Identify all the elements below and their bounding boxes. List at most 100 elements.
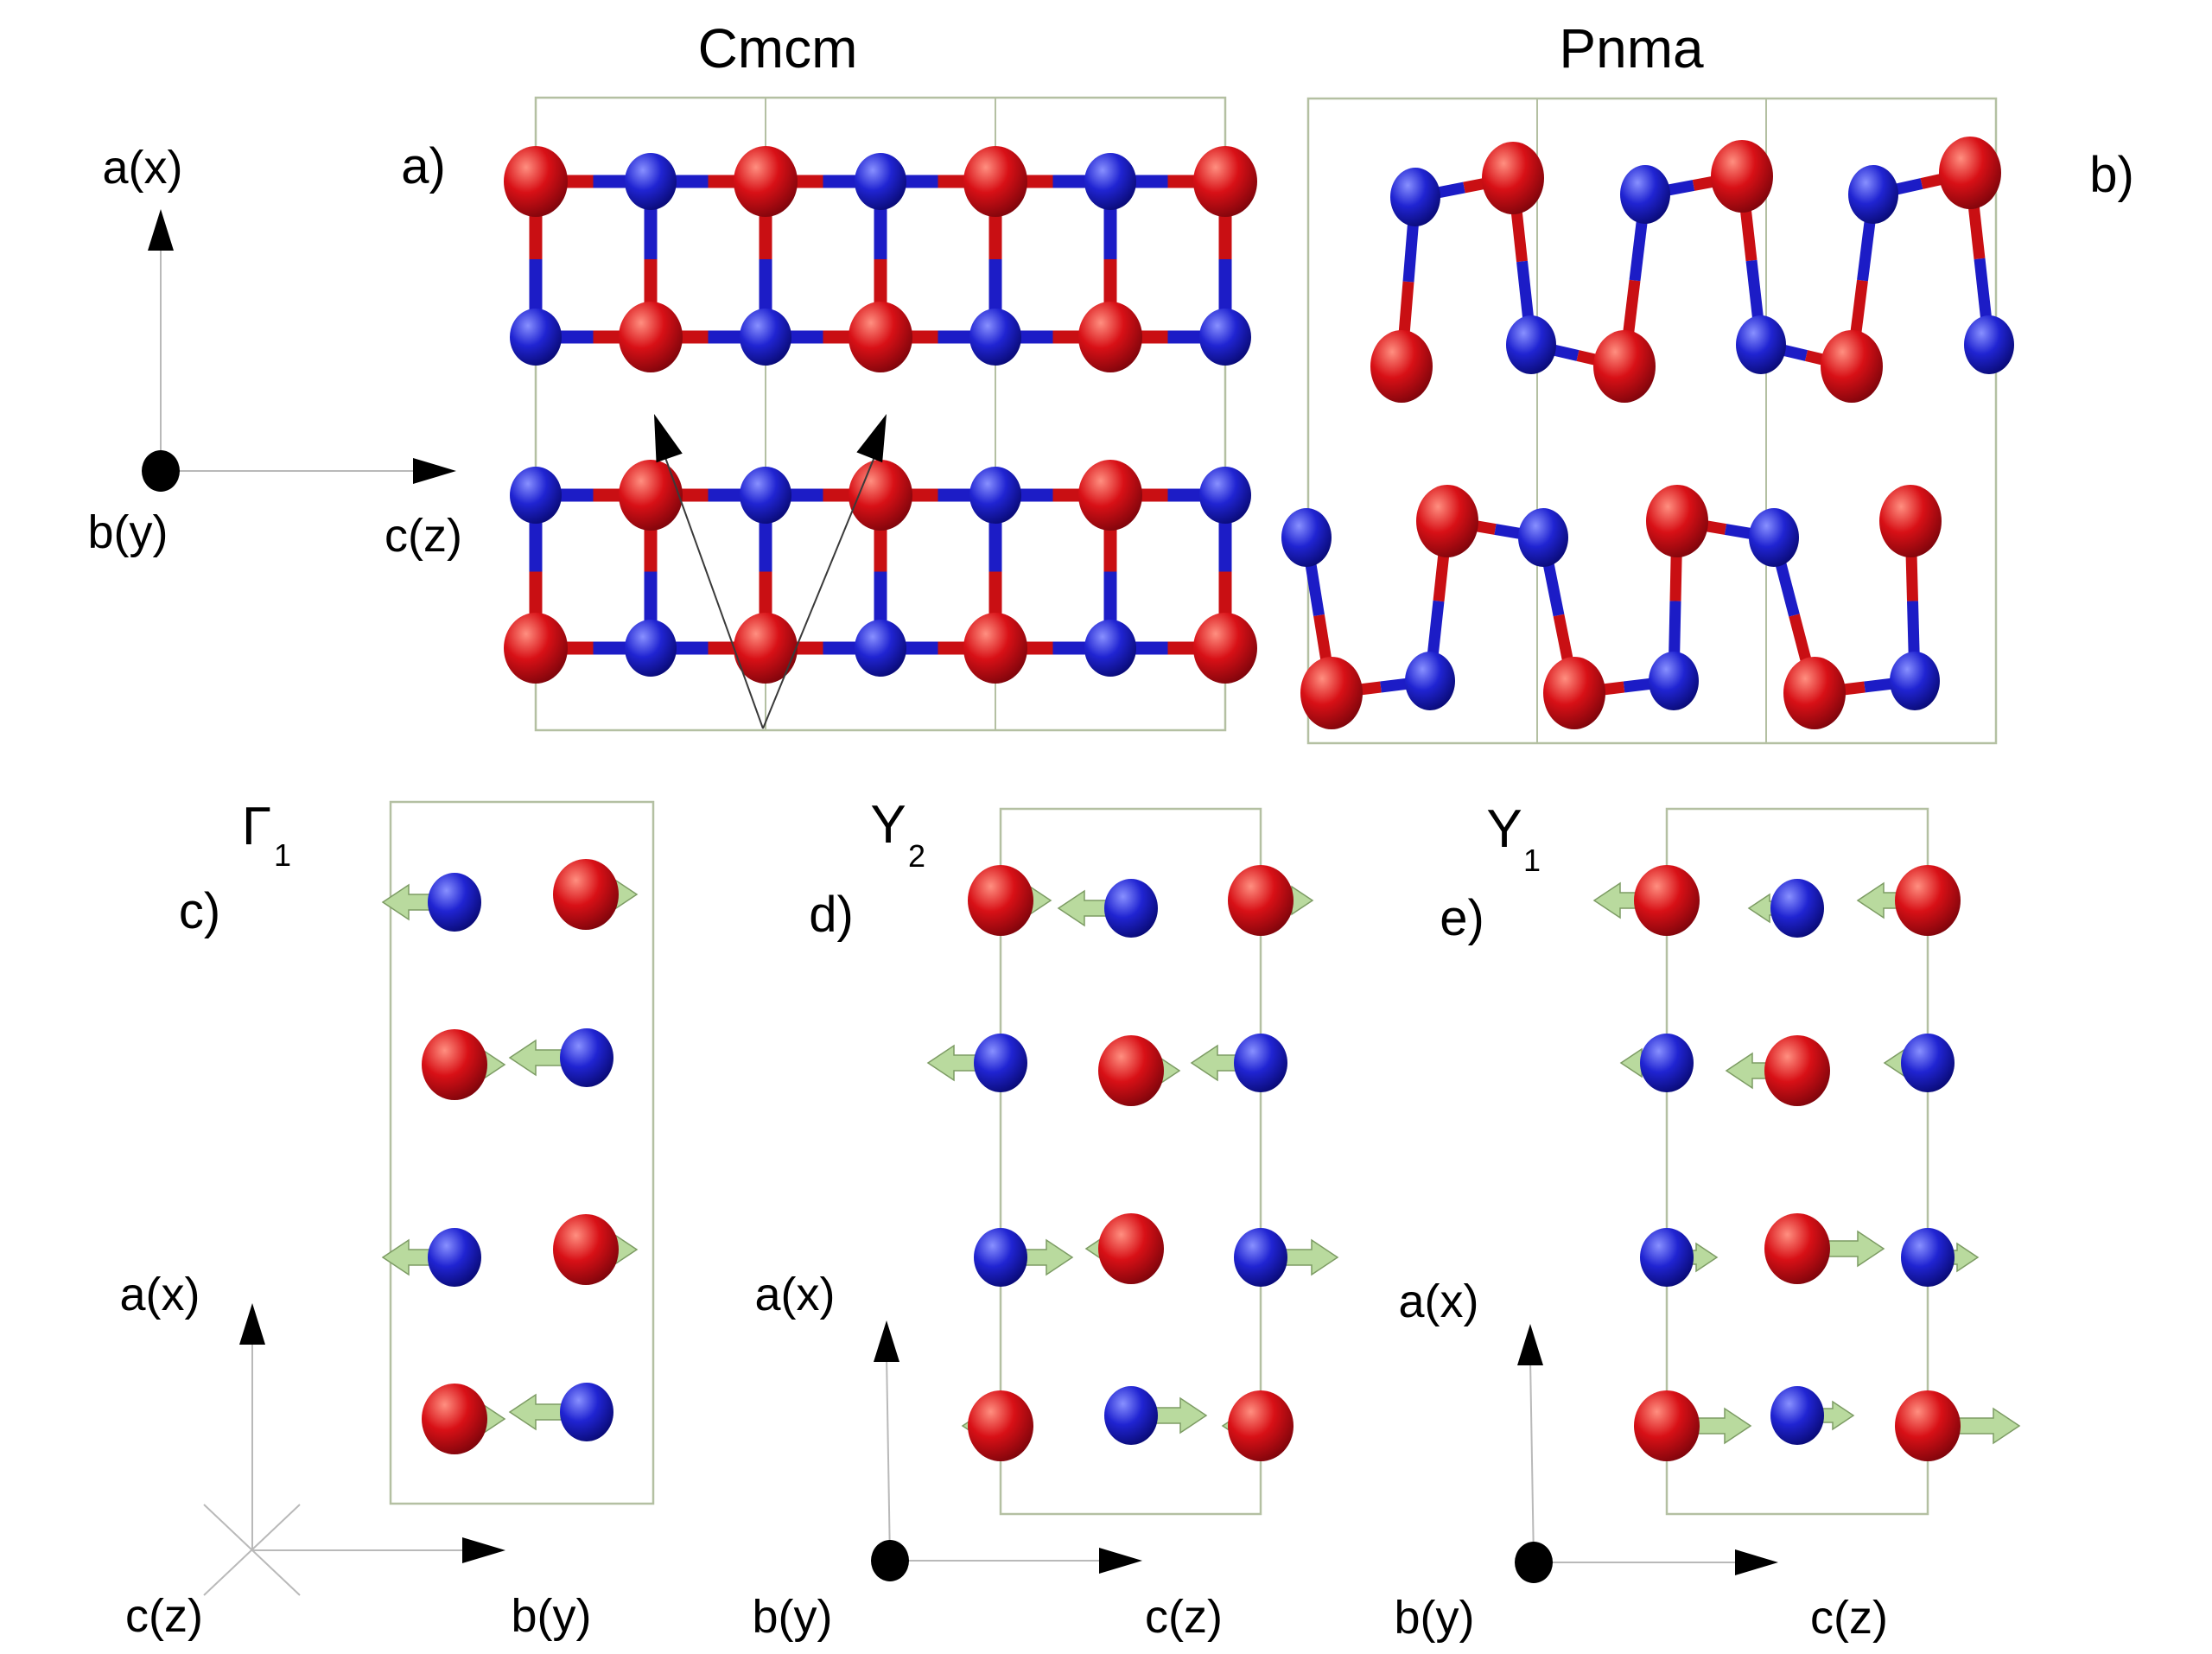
axis-origin-cross-icon: [203, 1504, 301, 1596]
atom-blue: [1199, 309, 1251, 366]
mode-label-main: Y: [870, 795, 906, 855]
atom-blue: [1890, 652, 1940, 710]
atom-blue: [1640, 1228, 1694, 1287]
atom-red: [1764, 1035, 1830, 1106]
atom-red: [1895, 865, 1961, 936]
atom-red: [1711, 140, 1773, 213]
atom-red: [1078, 302, 1142, 372]
unit-cell-box: [389, 800, 655, 1505]
atom-red: [1193, 146, 1257, 217]
atom-red: [1098, 1035, 1164, 1106]
soft-mode-arrow-line: [663, 452, 764, 729]
atom-blue: [1901, 1034, 1955, 1092]
atom-blue: [1749, 508, 1799, 567]
atom-blue: [1084, 620, 1136, 677]
axis-label: c(z): [125, 1590, 203, 1642]
atom-blue: [560, 1028, 613, 1087]
atom-red: [734, 613, 798, 684]
atom-blue: [974, 1228, 1027, 1287]
atom-red: [1416, 485, 1478, 557]
panel-letter: b): [2089, 147, 2134, 203]
mode-label-main: Y: [1486, 799, 1522, 859]
atom-blue: [1234, 1228, 1287, 1287]
atom-red: [504, 613, 568, 684]
axis-arrowhead-right-icon: [462, 1537, 505, 1563]
atom-blue: [1964, 315, 2014, 374]
soft-mode-arrow-line: [762, 452, 877, 729]
atom-blue: [1736, 315, 1786, 374]
panel-letter: d): [809, 887, 854, 943]
axis-arrowhead-right-icon: [1099, 1548, 1142, 1574]
panel-letter: a): [401, 138, 446, 194]
atom-blue: [1405, 652, 1455, 710]
atom-blue: [1199, 467, 1251, 524]
atom-blue: [428, 1228, 481, 1287]
atom-blue: [1281, 508, 1332, 567]
mode-label-sub: 1: [274, 837, 291, 873]
atom-red: [1300, 657, 1363, 729]
axis-label: c(z): [385, 510, 462, 562]
axis-arrowhead-up-icon: [1517, 1324, 1543, 1365]
atom-blue: [510, 309, 562, 366]
atom-red: [1078, 460, 1142, 531]
axis-origin-dot-icon: [871, 1540, 909, 1581]
axis-label: b(y): [88, 506, 168, 558]
atom-blue: [1234, 1034, 1287, 1092]
mode-label-sub: 1: [1523, 843, 1541, 878]
figure-title: Pnma: [1559, 17, 1704, 80]
atom-red: [849, 460, 912, 531]
atom-red: [968, 1390, 1033, 1461]
atom-red: [422, 1384, 487, 1454]
atom-red: [1543, 657, 1605, 729]
atom-red: [1098, 1213, 1164, 1284]
figure-title: Cmcm: [698, 17, 858, 80]
atom-blue: [560, 1383, 613, 1441]
atom-red: [1370, 330, 1433, 403]
atom-red: [553, 859, 619, 930]
atom-red: [1228, 1390, 1294, 1461]
soft-mode-arrowhead-icon: [856, 414, 887, 463]
atom-blue: [855, 620, 906, 677]
atom-blue: [1104, 879, 1158, 938]
panel-letter: e): [1440, 890, 1484, 946]
atom-blue: [1649, 652, 1699, 710]
atom-red: [422, 1029, 487, 1100]
atom-blue: [1518, 508, 1568, 567]
atom-red: [1895, 1390, 1961, 1461]
atom-red: [1482, 142, 1544, 214]
atom-blue: [1901, 1228, 1955, 1287]
unit-cell-box: [999, 807, 1262, 1516]
atom-blue: [625, 620, 677, 677]
mode-label-sub: 2: [908, 838, 925, 874]
atom-blue: [855, 153, 906, 210]
axis-arrowhead-right-icon: [413, 458, 456, 484]
axis-origin-dot-icon: [1515, 1542, 1553, 1583]
axis-line-vertical: [886, 1354, 891, 1562]
axis-arrowhead-up-icon: [239, 1303, 265, 1345]
atom-red: [619, 460, 683, 531]
axis-label: a(x): [1399, 1275, 1479, 1327]
mode-label-main: Γ: [242, 797, 271, 856]
axis-arrowhead-up-icon: [874, 1320, 899, 1362]
axis-arrowhead-right-icon: [1735, 1549, 1778, 1575]
atom-blue: [1506, 315, 1556, 374]
axis-label: b(y): [512, 1590, 592, 1642]
atom-blue: [1084, 153, 1136, 210]
atom-red: [1593, 330, 1656, 403]
atom-blue: [1104, 1386, 1158, 1445]
atom-red: [619, 302, 683, 372]
soft-mode-arrowhead-icon: [654, 414, 683, 463]
atom-red: [1879, 485, 1942, 557]
atom-red: [849, 302, 912, 372]
atom-red: [963, 146, 1027, 217]
axis-label: b(y): [1395, 1592, 1475, 1644]
atom-red: [968, 865, 1033, 936]
atom-blue: [969, 467, 1021, 524]
atom-red: [1634, 1390, 1700, 1461]
atom-blue: [974, 1034, 1027, 1092]
atom-blue: [1390, 168, 1440, 226]
atom-red: [1646, 485, 1708, 557]
atom-red: [1821, 330, 1883, 403]
atom-red: [1228, 865, 1294, 936]
